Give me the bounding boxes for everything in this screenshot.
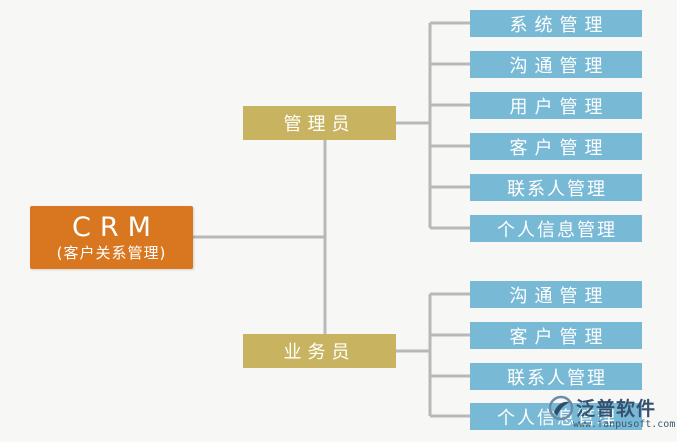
branch-label: 业务员 bbox=[283, 342, 356, 363]
leaf-node: 沟通管理 bbox=[470, 281, 642, 308]
root-title: CRM bbox=[72, 211, 160, 243]
leaf-label: 沟通管理 bbox=[509, 285, 610, 307]
leaf-label: 联系人管理 bbox=[507, 367, 607, 389]
leaf-node: 联系人管理 bbox=[470, 363, 642, 390]
fanpu-logo-icon bbox=[548, 395, 574, 421]
leaf-node: 联系人管理 bbox=[470, 174, 642, 201]
leaf-node: 客户管理 bbox=[470, 322, 642, 349]
leaf-label: 客户管理 bbox=[509, 326, 610, 348]
leaf-node: 客户管理 bbox=[470, 133, 642, 160]
root-subtitle: (客户关系管理) bbox=[56, 243, 167, 262]
root-node-crm: CRM (客户关系管理) bbox=[30, 206, 193, 269]
leaf-label: 系统管理 bbox=[509, 14, 610, 36]
leaf-label: 用户管理 bbox=[509, 96, 610, 118]
leaf-node: 系统管理 bbox=[470, 10, 642, 37]
watermark-url: www.fanpusoft.com bbox=[573, 419, 676, 430]
leaf-node: 沟通管理 bbox=[470, 51, 642, 78]
leaf-node: 用户管理 bbox=[470, 92, 642, 119]
branch-node-admin: 管理员 bbox=[243, 106, 396, 140]
leaf-label: 个人信息管理 bbox=[497, 219, 617, 241]
branch-node-salesperson: 业务员 bbox=[243, 334, 396, 368]
watermark: 泛普软件 www.fanpusoft.com bbox=[546, 392, 676, 440]
leaf-node: 个人信息管理 bbox=[470, 215, 642, 242]
leaf-label: 客户管理 bbox=[509, 137, 610, 159]
watermark-name: 泛普软件 bbox=[576, 398, 657, 420]
leaf-label: 沟通管理 bbox=[509, 55, 610, 77]
leaf-label: 联系人管理 bbox=[507, 178, 607, 200]
branch-label: 管理员 bbox=[283, 114, 356, 135]
